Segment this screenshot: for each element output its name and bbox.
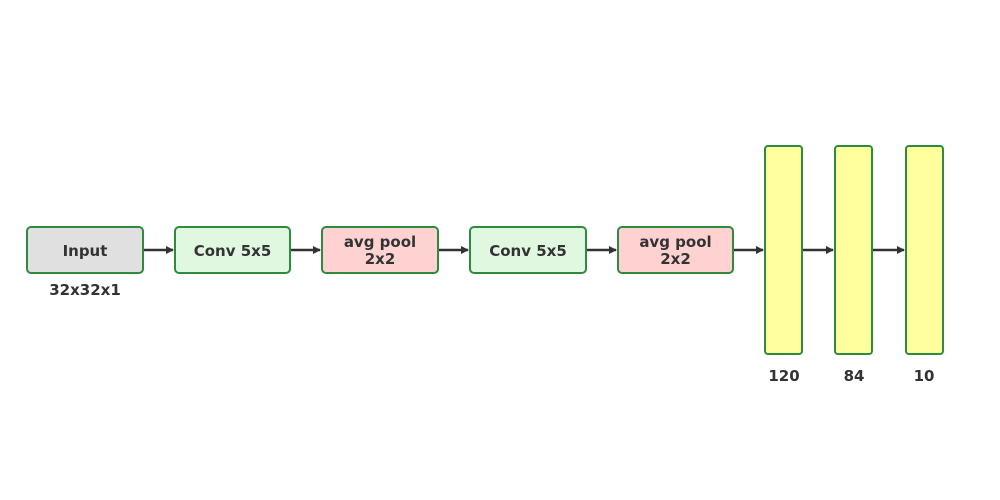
pool1-node: avg pool 2x2 — [321, 226, 439, 274]
input-box — [26, 226, 144, 274]
fc3-box — [905, 145, 944, 355]
pool2-box — [617, 226, 734, 274]
input-label: Input — [63, 242, 108, 260]
fc3-node — [905, 145, 944, 355]
fc1-node — [764, 145, 803, 355]
fc2-caption: 84 — [844, 367, 865, 385]
conv2-box — [469, 226, 587, 274]
pool2-node: avg pool 2x2 — [617, 226, 734, 274]
pool1-label-line1: avg pool — [344, 233, 416, 251]
input-node: Input — [26, 226, 144, 274]
pool1-box — [321, 226, 439, 274]
fc2-node — [834, 145, 873, 355]
conv2-node: Conv 5x5 — [469, 226, 587, 274]
fc1-caption: 120 — [768, 367, 799, 385]
conv1-label: Conv 5x5 — [194, 242, 272, 260]
conv1-box — [174, 226, 291, 274]
pool2-label-line1: avg pool — [639, 233, 711, 251]
fc2-box — [834, 145, 873, 355]
input-shape-caption: 32x32x1 — [49, 281, 121, 299]
conv2-label: Conv 5x5 — [489, 242, 567, 260]
pool1-label-line2: 2x2 — [365, 250, 396, 268]
fc3-caption: 10 — [914, 367, 935, 385]
conv1-node: Conv 5x5 — [174, 226, 291, 274]
fc1-box — [764, 145, 803, 355]
pool2-label-line2: 2x2 — [660, 250, 691, 268]
